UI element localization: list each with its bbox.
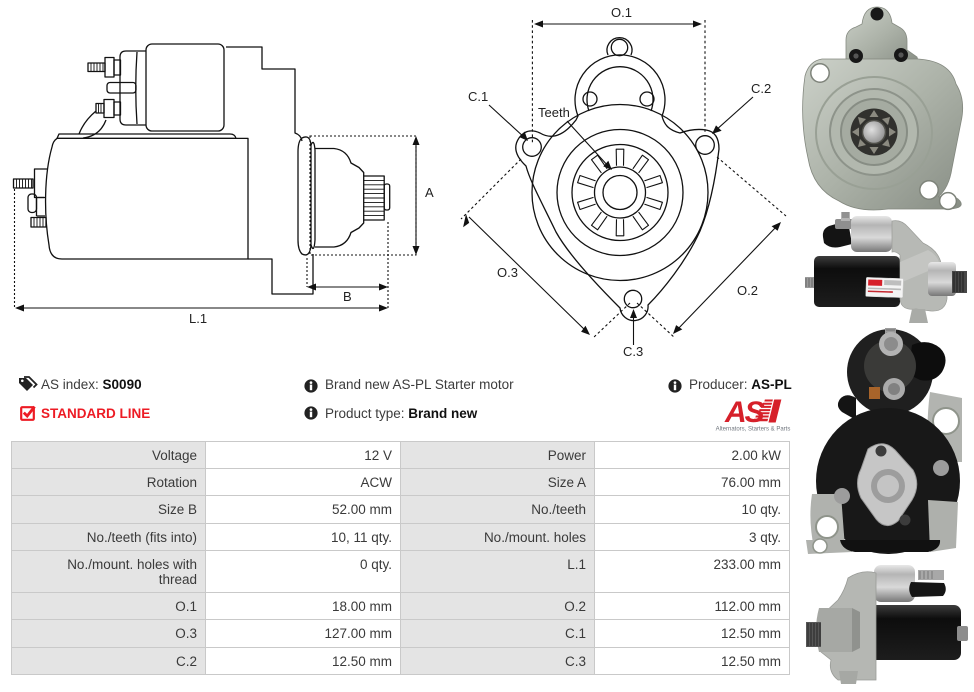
- svg-text:O.3: O.3: [497, 265, 518, 280]
- svg-text:C.1: C.1: [468, 89, 488, 104]
- svg-text:C.2: C.2: [751, 81, 771, 96]
- svg-text:O.2: O.2: [737, 283, 758, 298]
- svg-text:Alternators, Starters & Parts: Alternators, Starters & Parts: [716, 427, 791, 433]
- svg-text:C.3: C.3: [623, 344, 643, 359]
- svg-text:Teeth: Teeth: [538, 105, 570, 120]
- svg-text:A: A: [425, 185, 434, 200]
- svg-text:B: B: [343, 289, 352, 304]
- svg-text:L.1: L.1: [189, 311, 207, 326]
- svg-text:O.1: O.1: [611, 5, 632, 20]
